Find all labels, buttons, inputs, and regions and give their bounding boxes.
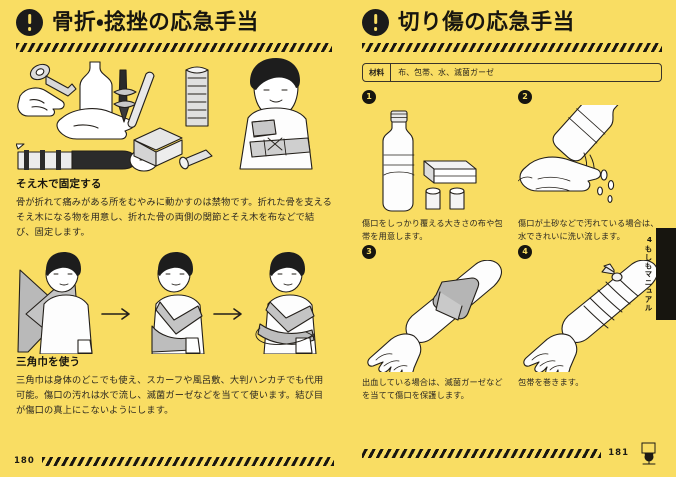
chapter-side-tab bbox=[656, 228, 676, 320]
chapter-side-tab-label: 4 もしもマニュアル bbox=[641, 228, 654, 320]
step-2: 2 bbox=[518, 90, 662, 243]
step-3-badge: 3 bbox=[362, 244, 376, 259]
step-4: 4 bbox=[518, 244, 662, 402]
exclamation-circle-icon bbox=[16, 9, 43, 36]
step-1-illustration bbox=[362, 105, 506, 213]
right-page: 切り傷の応急手当 材料 布、包帯、水、滅菌ガーゼ 1 bbox=[348, 0, 676, 477]
left-page-headline: 骨折・捻挫の応急手当 bbox=[16, 0, 332, 36]
materials-box: 材料 布、包帯、水、滅菌ガーゼ bbox=[362, 63, 662, 82]
right-header-hazard-stripe bbox=[362, 43, 662, 52]
right-page-title: 切り傷の応急手当 bbox=[398, 9, 575, 35]
right-page-headline: 切り傷の応急手当 bbox=[362, 0, 662, 36]
section-body-triangular-bandage: 三角巾は身体のどこでも使え、スカーフや風呂敷、大判ハンカチでも代用可能。傷口の汚… bbox=[16, 374, 324, 416]
section-heading-triangular-bandage: 三角巾を使う bbox=[16, 355, 81, 368]
step-4-illustration bbox=[518, 259, 662, 372]
right-page-folio: 181 bbox=[608, 448, 629, 458]
chapter-title: もしもマニュアル bbox=[644, 245, 653, 313]
first-aid-kit-mark-icon bbox=[636, 440, 662, 466]
section-body-splint: 骨が折れて痛みがある所をむやみに動かすのは禁物です。折れた骨を支えるそえ木になる… bbox=[16, 197, 333, 238]
step-3: 3 bbox=[362, 244, 506, 402]
section-heading-splint: そえ木で固定する bbox=[16, 178, 102, 190]
step-1-caption: 傷口をしっかり覆える大きさの布や包帯を用意します。 bbox=[362, 218, 503, 241]
left-page-folio: 180 bbox=[14, 456, 35, 466]
materials-value: 布、包帯、水、滅菌ガーゼ bbox=[398, 68, 495, 77]
left-header-hazard-stripe bbox=[16, 43, 332, 52]
left-page: 骨折・捻挫の応急手当 bbox=[0, 0, 348, 477]
step-2-badge: 2 bbox=[518, 90, 532, 104]
step-2-caption: 傷口が土砂などで汚れている場合は、水できれいに洗い流します。 bbox=[518, 218, 659, 241]
step-1: 1 bbox=[362, 90, 506, 243]
triangular-bandage-illustration bbox=[16, 251, 332, 354]
chapter-number: 4 bbox=[645, 235, 654, 246]
step-4-caption: 包帯を巻きます。 bbox=[518, 376, 584, 387]
steps-grid: 1 bbox=[362, 90, 662, 402]
exclamation-circle-icon bbox=[362, 9, 389, 36]
left-page-title: 骨折・捻挫の応急手当 bbox=[52, 9, 259, 35]
left-footer-hazard-stripe bbox=[41, 456, 334, 466]
step-1-badge: 1 bbox=[362, 90, 376, 104]
materials-label: 材料 bbox=[363, 64, 392, 81]
step-3-caption: 出血している場合は、滅菌ガーゼなどを当てて傷口を保護します。 bbox=[362, 376, 503, 400]
step-2-illustration bbox=[518, 105, 662, 213]
splint-materials-illustration bbox=[16, 56, 332, 176]
right-page-footer: 181 bbox=[348, 440, 676, 466]
left-page-footer: 180 bbox=[0, 456, 348, 466]
step-4-badge: 4 bbox=[518, 244, 532, 259]
step-3-illustration bbox=[362, 259, 506, 372]
right-footer-hazard-stripe bbox=[362, 448, 602, 458]
